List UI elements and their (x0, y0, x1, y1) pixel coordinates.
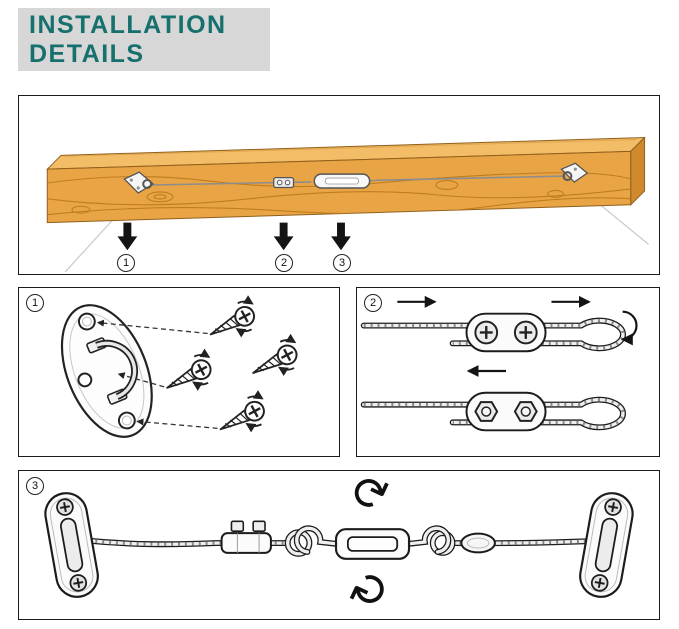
pad-eye-left (123, 171, 155, 194)
screw-icon (246, 336, 305, 386)
down-arrow-icon (273, 222, 294, 251)
screw-icon (160, 351, 219, 401)
duplex-clamp-bottom-assembly (360, 391, 626, 432)
pad-eye-screws-diagram (60, 288, 339, 456)
ferrule-sleeve (460, 532, 496, 554)
page-title-line-2: DETAILS (29, 40, 145, 68)
page-title-line-1: INSTALLATION (29, 11, 227, 39)
guide-line-top (96, 319, 208, 335)
screw-icon (214, 392, 273, 442)
pad-eye-right (560, 162, 589, 183)
wire-clamp-left (220, 520, 272, 554)
title-box: INSTALLATION DETAILS (18, 8, 270, 71)
wrap-direction-arrow (620, 310, 638, 346)
down-arrow-icon (117, 222, 138, 251)
step-2-badge: 2 (364, 294, 382, 312)
pad-eye-plate (60, 304, 153, 438)
guide-line-bottom (136, 418, 218, 429)
wire-rope (151, 181, 274, 186)
duplex-clamp-top-assembly (360, 295, 638, 377)
callout-1-badge: 1 (117, 254, 135, 272)
turnbuckle-small (313, 173, 377, 189)
wire-rope (376, 175, 566, 182)
hook-left (293, 525, 341, 555)
mounting-plate-left (44, 492, 99, 598)
wire-rope-left (78, 537, 288, 548)
turnbuckle-assembly-diagram (44, 492, 634, 598)
step-1-panel: 1 (18, 287, 340, 457)
step-2-panel: 2 (356, 287, 660, 457)
callout-3-badge: 3 (333, 254, 351, 272)
turnbuckle (334, 528, 411, 560)
mounting-plate-right (579, 492, 634, 598)
callout-2-badge: 2 (275, 254, 293, 272)
screw-icon (204, 297, 263, 347)
hook-right (404, 525, 452, 555)
wire-clamp-small (273, 176, 295, 189)
step-3-panel: 3 (18, 463, 660, 620)
overview-panel: 1 2 3 (18, 95, 660, 275)
step-3-badge: 3 (26, 477, 44, 495)
mounted-assembly-diagram (46, 136, 649, 273)
callout-down-arrows (117, 222, 351, 251)
wire-clamp-diagram (360, 295, 638, 432)
step-1-badge: 1 (26, 294, 44, 312)
down-arrow-icon (331, 222, 351, 251)
